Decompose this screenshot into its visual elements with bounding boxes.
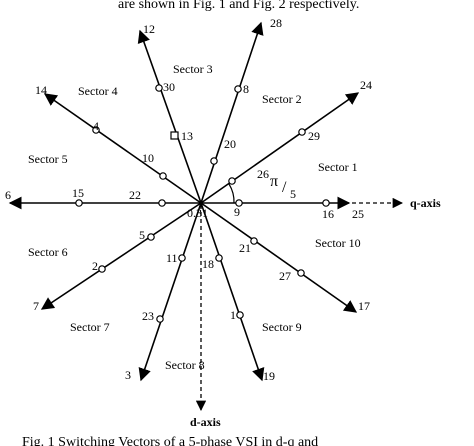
q-axis-label: q-axis (410, 196, 441, 210)
middle-marker-15 (75, 199, 83, 207)
caption-text: Fig. 1 Switching Vectors of a 5-phase VS… (22, 435, 318, 446)
inner-marker-5 (147, 233, 155, 241)
outer-label-14: 14 (35, 83, 47, 97)
outer-label-24: 24 (360, 78, 372, 92)
outer-label-7: 7 (33, 299, 39, 313)
vector-19-arrow (200, 202, 265, 382)
angle-arc (228, 183, 235, 204)
sector-label-6: Sector 6 (28, 245, 68, 259)
inner-marker-22 (158, 199, 166, 207)
sector-label-3: Sector 3 (173, 62, 213, 76)
outer-label-25: 25 (352, 207, 364, 221)
middle-label-1: 1 (230, 308, 236, 322)
sector-label-1: Sector 1 (318, 160, 358, 174)
inner-label-5: 5 (139, 228, 145, 242)
inner-label-22: 22 (129, 188, 141, 202)
middle-marker-16 (322, 199, 330, 207)
inner-marker-20 (210, 157, 218, 165)
outer-label-17: 17 (358, 299, 370, 313)
inner-label-13: 13 (181, 129, 193, 143)
angle-pi-symbol: π (270, 173, 278, 190)
inner-label-11: 11 (166, 251, 178, 265)
middle-label-4: 4 (93, 119, 99, 133)
inner-marker-10 (159, 172, 167, 180)
inner-marker-9 (235, 199, 243, 207)
middle-marker-2 (98, 265, 106, 273)
middle-label-30: 30 (163, 80, 175, 94)
outer-label-28: 28 (270, 16, 282, 30)
inner-label-20: 20 (224, 137, 236, 151)
inner-label-26: 26 (257, 167, 269, 181)
sector-label-7: Sector 7 (70, 320, 110, 334)
vector-17-arrow (200, 202, 358, 313)
inner-marker-11 (178, 254, 186, 262)
vector-12-arrow (137, 29, 202, 204)
middle-label-8: 8 (243, 82, 249, 96)
middle-label-29: 29 (308, 129, 320, 143)
sector-label-9: Sector 9 (262, 320, 302, 334)
header-text: are shown in Fig. 1 and Fig. 2 respectiv… (118, 0, 359, 12)
angle-slash: / (282, 179, 287, 196)
sector-label-10: Sector 10 (315, 236, 361, 250)
sector-label-4: Sector 4 (78, 84, 118, 98)
middle-label-15: 15 (72, 186, 84, 200)
sector-label-2: Sector 2 (262, 92, 302, 106)
middle-marker-27 (297, 269, 305, 277)
middle-marker-4 (92, 126, 100, 134)
outer-label-6: 6 (5, 188, 11, 202)
middle-marker-30 (155, 84, 163, 92)
inner-marker-21 (250, 237, 258, 245)
vector-14-arrow (43, 93, 202, 204)
outer-label-3: 3 (125, 368, 131, 382)
middle-marker-1 (236, 311, 244, 319)
outer-label-19: 19 (263, 369, 275, 383)
angle-denominator: 5 (290, 187, 296, 201)
sector-label-5: Sector 5 (28, 152, 68, 166)
middle-label-27: 27 (279, 269, 291, 283)
inner-label-9: 9 (234, 205, 240, 219)
middle-label-16: 16 (322, 207, 334, 221)
middle-marker-8 (234, 85, 242, 93)
vector-28-arrow (200, 21, 264, 204)
middle-label-23: 23 (142, 309, 154, 323)
middle-marker-23 (156, 315, 164, 323)
vector-7-arrow (40, 202, 202, 310)
inner-label-21: 21 (239, 241, 251, 255)
d-axis-label: d-axis (190, 415, 221, 429)
sector-label-8: Sector 8 (165, 358, 205, 372)
middle-label-2: 2 (92, 259, 98, 273)
inner-marker-26 (228, 177, 236, 185)
inner-label-10: 10 (142, 151, 154, 165)
inner-marker-13 (170, 131, 179, 140)
inner-label-18: 18 (202, 257, 214, 271)
vector-3-arrow (138, 202, 202, 382)
vector-24-arrow (200, 92, 360, 204)
middle-marker-29 (298, 128, 306, 136)
outer-label-12: 12 (143, 22, 155, 36)
inner-marker-18 (215, 254, 223, 262)
